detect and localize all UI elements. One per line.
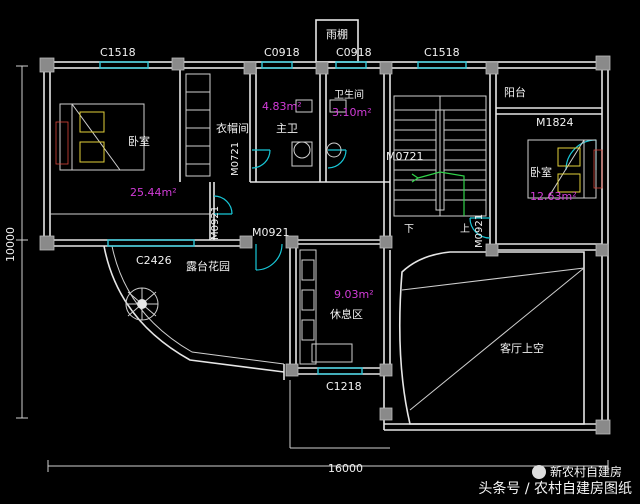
m0921-b-label: M0921 bbox=[210, 206, 221, 240]
void-diagonal-b bbox=[401, 267, 585, 291]
left-bed bbox=[55, 103, 145, 171]
bath-area: 3.10m² bbox=[332, 106, 372, 119]
watermark-text: 头条号 / 农村自建房图纸 bbox=[478, 481, 632, 497]
bedroom-left-area: 25.44m² bbox=[130, 186, 177, 199]
structural-columns bbox=[39, 55, 611, 435]
lounge-furniture bbox=[299, 249, 353, 365]
c2426-label: C2426 bbox=[136, 254, 172, 267]
bath-label: 卫生间 bbox=[334, 88, 364, 101]
stairs-up-label: 上 bbox=[460, 223, 470, 235]
bedroom-left-label: 卧室 bbox=[128, 134, 150, 148]
dimension-lines bbox=[16, 65, 609, 472]
c0918-b-label: C0918 bbox=[336, 46, 372, 59]
staircase bbox=[393, 95, 487, 217]
chat-bubble-icon bbox=[531, 464, 546, 479]
m0921-c-label: M0921 bbox=[474, 214, 485, 248]
dim-width-label: 16000 bbox=[328, 462, 363, 475]
terrace-curve-inner bbox=[111, 245, 285, 365]
right-bed bbox=[527, 139, 603, 199]
terrace-plant bbox=[125, 287, 159, 321]
lounge-label: 休息区 bbox=[330, 307, 363, 321]
m0721-b-label: M0721 bbox=[386, 150, 424, 163]
watermark: 头条号 / 农村自建房图纸 bbox=[478, 478, 632, 498]
closet-shelves bbox=[185, 73, 211, 177]
void-diagonal-a bbox=[409, 267, 585, 411]
m0921-label: M0921 bbox=[252, 226, 290, 239]
c1518-left-label: C1518 bbox=[100, 46, 136, 59]
watermark-badge: 新农村自建房 bbox=[531, 463, 622, 480]
living-void-label: 客厅上空 bbox=[500, 341, 544, 355]
c1218-label: C1218 bbox=[326, 380, 362, 393]
balcony-label: 阳台 bbox=[504, 85, 526, 99]
canopy-label: 雨棚 bbox=[326, 27, 348, 41]
master-bath-area: 4.83m² bbox=[262, 100, 302, 113]
m1824-label: M1824 bbox=[536, 116, 574, 129]
closet-label: 衣帽间 bbox=[216, 121, 249, 135]
interior-walls bbox=[50, 68, 602, 412]
lounge-area: 9.03m² bbox=[334, 288, 374, 301]
master-bath-label: 主卫 bbox=[276, 122, 298, 135]
m0721-a-label: M0721 bbox=[230, 142, 241, 176]
c0918-a-label: C0918 bbox=[264, 46, 300, 59]
windows bbox=[99, 61, 467, 375]
c1518-right-label: C1518 bbox=[424, 46, 460, 59]
living-void-outline bbox=[398, 251, 585, 425]
bedroom-right-area: 12.63m² bbox=[530, 190, 577, 203]
terrace-curve-outer bbox=[103, 245, 285, 373]
terrace-garden-label: 露台花园 bbox=[186, 259, 230, 273]
bedroom-right-label: 卧室 bbox=[530, 165, 552, 179]
watermark-badge-text: 新农村自建房 bbox=[549, 465, 622, 479]
stairs-down-label: 下 bbox=[404, 224, 414, 235]
bath-fixtures bbox=[291, 99, 347, 167]
dim-height-label: 10000 bbox=[4, 227, 17, 262]
